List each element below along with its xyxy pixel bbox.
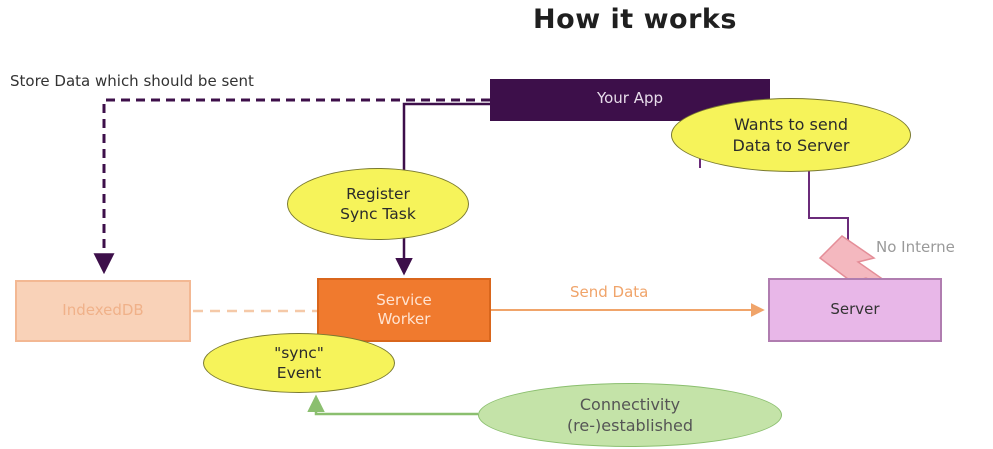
service-worker-node: Service Worker xyxy=(317,278,491,342)
no-internet-label: No Interne xyxy=(876,238,955,256)
indexeddb-node: IndexedDB xyxy=(15,280,191,342)
sync-event-bubble: "sync" Event xyxy=(203,333,395,393)
server-node: Server xyxy=(768,278,942,342)
connectivity-connector xyxy=(307,394,478,416)
diagram-title: How it works xyxy=(533,4,737,35)
connectivity-bubble: Connectivity (re-)established xyxy=(478,383,782,447)
register-sync-bubble: Register Sync Task xyxy=(287,168,469,240)
store-data-connector xyxy=(93,98,490,275)
wants-to-send-bubble: Wants to send Data to Server xyxy=(671,98,911,172)
send-data-label: Send Data xyxy=(570,283,649,301)
store-data-note: Store Data which should be sent xyxy=(10,72,254,90)
